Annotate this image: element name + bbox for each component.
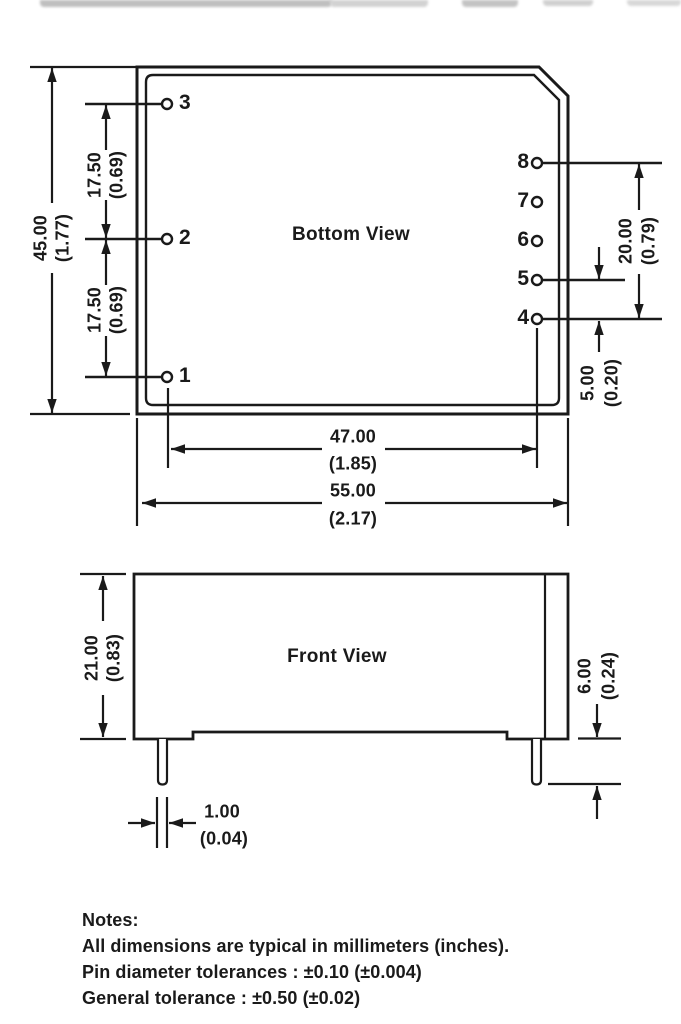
dim-47mm-pin-span bbox=[166, 328, 539, 468]
pin-hole-6 bbox=[530, 234, 544, 248]
note-dimensions: All dimensions are typical in millimeter… bbox=[82, 936, 510, 956]
dim-6mm-pin-length bbox=[548, 704, 621, 819]
pin-label-2: 2 bbox=[179, 226, 191, 250]
dim-label-21.00: 21.00 bbox=[81, 634, 102, 682]
pin-hole-2 bbox=[160, 232, 174, 246]
pin-hole-4 bbox=[530, 312, 544, 326]
front-view-outline bbox=[132, 572, 570, 786]
bottom-view-title: Bottom View bbox=[291, 224, 411, 245]
dim-55mm-overall-width bbox=[135, 418, 570, 526]
pin-hole-3 bbox=[160, 97, 174, 111]
dim-label-47.00: 47.00 bbox=[329, 426, 377, 447]
dim-1mm-pin-diameter bbox=[128, 797, 196, 848]
dim-label-0.69-top: (0.69) bbox=[106, 150, 127, 200]
pin-hole-5 bbox=[530, 273, 544, 287]
pin-label-8: 8 bbox=[517, 150, 529, 174]
pin-label-7: 7 bbox=[517, 189, 529, 213]
dim-label-55.00: 55.00 bbox=[329, 480, 377, 501]
dim-label-0.69-bottom: (0.69) bbox=[106, 285, 127, 335]
bottom-view-right-pins bbox=[530, 156, 662, 326]
dim-45mm-overall-height bbox=[30, 65, 136, 416]
pin-label-6: 6 bbox=[517, 228, 529, 252]
pin-label-1: 1 bbox=[179, 364, 191, 388]
dim-label-2.17: (2.17) bbox=[328, 508, 378, 529]
dim-label-6.00: 6.00 bbox=[574, 658, 595, 694]
bottom-view-outline bbox=[135, 65, 570, 416]
top-crop-artifact-2 bbox=[330, 0, 428, 7]
top-crop-artifact-3 bbox=[462, 0, 518, 7]
dim-label-0.83: (0.83) bbox=[103, 633, 124, 683]
dim-label-17.50-top: 17.50 bbox=[84, 151, 105, 199]
front-view-left-pin bbox=[156, 739, 169, 786]
dim-label-1.00: 1.00 bbox=[204, 801, 240, 822]
dim-label-1.77: (1.77) bbox=[52, 213, 73, 263]
pin-hole-7 bbox=[530, 195, 544, 209]
dim-label-0.24: (0.24) bbox=[598, 651, 619, 701]
dim-label-0.20: (0.20) bbox=[601, 358, 622, 408]
top-crop-artifact-5 bbox=[627, 0, 681, 6]
top-crop-artifact-1 bbox=[40, 0, 332, 7]
notes-heading: Notes: bbox=[82, 910, 139, 930]
dim-21mm-body-height bbox=[80, 572, 126, 741]
dim-label-5.00: 5.00 bbox=[577, 365, 598, 401]
dim-label-0.04: (0.04) bbox=[199, 828, 249, 849]
pin-hole-1 bbox=[160, 370, 174, 384]
pin-label-4: 4 bbox=[517, 306, 529, 330]
dim-label-45.00: 45.00 bbox=[30, 214, 51, 262]
dim-label-0.79: (0.79) bbox=[638, 216, 659, 266]
notes-block: Notes: All dimensions are typical in mil… bbox=[82, 907, 509, 1011]
pin-hole-8 bbox=[530, 156, 544, 170]
note-pin-tolerance: Pin diameter tolerances : ±0.10 (±0.004) bbox=[82, 962, 422, 982]
front-view-right-pin bbox=[530, 739, 543, 786]
bottom-view-left-pins bbox=[85, 97, 174, 384]
dim-label-1.85: (1.85) bbox=[328, 453, 378, 474]
top-crop-artifact-4 bbox=[543, 0, 593, 6]
note-general-tolerance: General tolerance : ±0.50 (±0.02) bbox=[82, 988, 361, 1008]
pin-label-3: 3 bbox=[179, 91, 191, 115]
dim-label-20.00: 20.00 bbox=[615, 217, 636, 265]
pin-label-5: 5 bbox=[517, 267, 529, 291]
front-view-title: Front View bbox=[287, 646, 387, 667]
dim-label-17.50-bottom: 17.50 bbox=[84, 286, 105, 334]
